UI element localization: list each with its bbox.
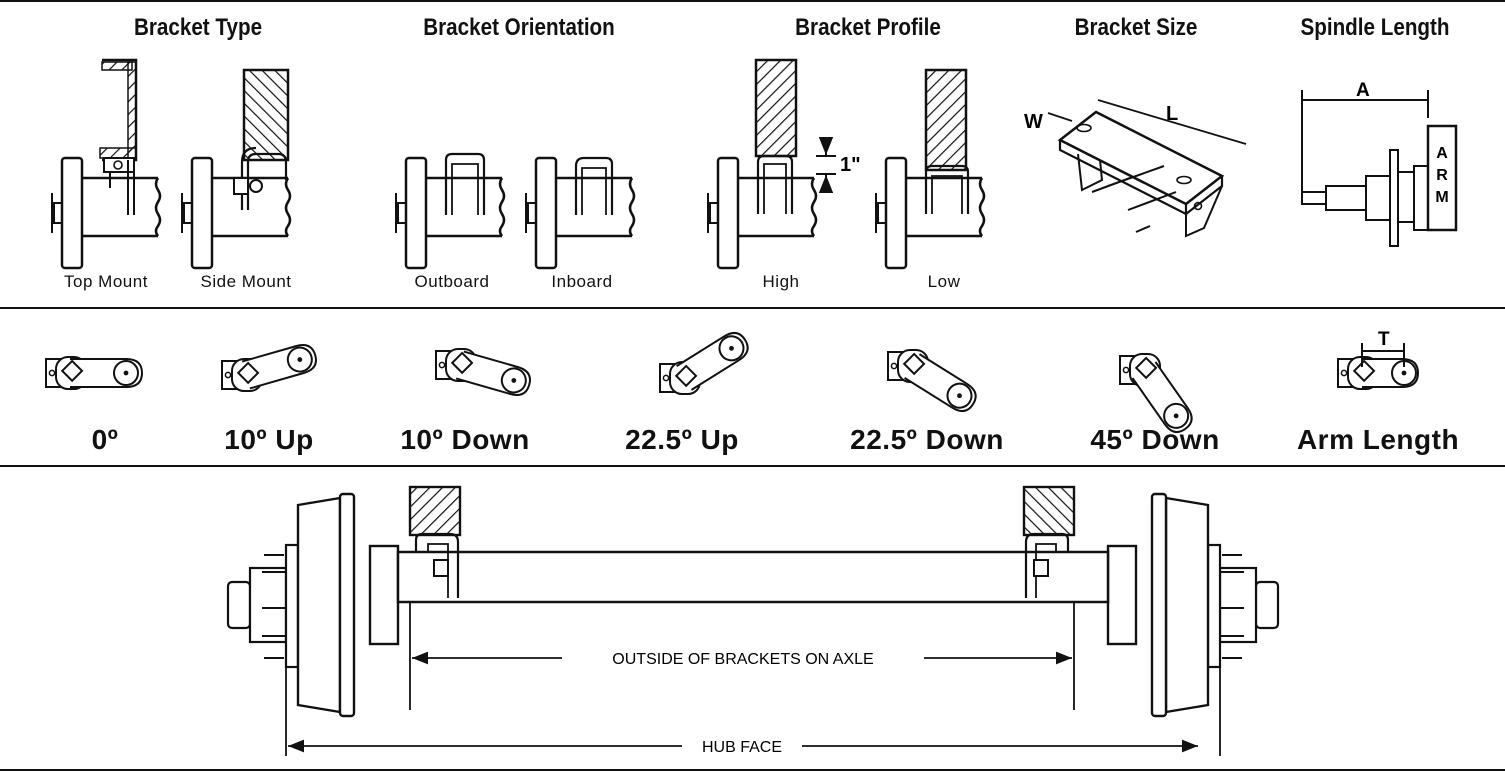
label-top-mount: Top Mount	[64, 272, 148, 291]
arm-letter-r: R	[1436, 167, 1448, 184]
dim-outside-brackets: OUTSIDE OF BRACKETS ON AXLE	[612, 651, 873, 668]
section-divider-1	[0, 307, 1505, 309]
angle-arm-length: Arm Length	[1296, 424, 1460, 455]
label-outboard: Outboard	[414, 272, 490, 291]
angle-22-down: 22.5º Down	[850, 424, 1004, 455]
arm-icon-0	[45, 356, 144, 390]
arm-icon-10-down	[435, 348, 531, 396]
bottom-rule	[0, 769, 1505, 771]
spindle-length-drawing: A A R M	[1301, 80, 1458, 247]
dim-t: T	[1378, 329, 1390, 350]
angle-10-up: 10º Up	[224, 424, 314, 455]
angle-10-down: 10º Down	[400, 424, 530, 455]
angle-0: 0º	[91, 424, 119, 455]
top-mount-drawing	[50, 58, 162, 270]
header-bracket-type: Bracket Type	[133, 14, 263, 41]
bracket-size-drawing: W L	[1024, 99, 1247, 238]
label-inboard: Inboard	[551, 272, 613, 291]
side-mount-drawing	[180, 68, 292, 270]
dim-w: W	[1024, 111, 1043, 133]
header-bracket-orientation: Bracket Orientation	[423, 14, 615, 41]
angle-45-down: 45º Down	[1090, 424, 1220, 455]
arm-letter-m: M	[1435, 189, 1448, 206]
dim-l: L	[1166, 103, 1178, 125]
label-side-mount: Side Mount	[200, 272, 292, 291]
arm-letter-a: A	[1436, 145, 1448, 162]
inboard-drawing	[524, 156, 636, 270]
header-bracket-size: Bracket Size	[1074, 14, 1198, 41]
section-divider-2	[0, 465, 1505, 467]
dim-hub-face: HUB FACE	[702, 739, 782, 756]
label-high: High	[762, 272, 800, 291]
dim-a: A	[1356, 80, 1370, 101]
header-bracket-profile: Bracket Profile	[795, 14, 941, 41]
arm-icon-22-up	[659, 331, 749, 395]
angle-22-up: 22.5º Up	[625, 424, 739, 455]
arm-icon-arm-length: T	[1337, 329, 1420, 390]
header-spindle-length: Spindle Length	[1300, 14, 1450, 41]
outboard-drawing	[394, 152, 506, 270]
axle-assembly-drawing: OUTSIDE OF BRACKETS ON AXLE HUB FACE	[226, 485, 1280, 756]
arm-icon-22-down	[887, 349, 977, 413]
low-profile-drawing	[874, 68, 986, 270]
arm-icon-45-down	[1119, 353, 1193, 434]
dim-1-inch: 1"	[840, 154, 861, 176]
arm-icon-10-up	[221, 344, 317, 392]
label-low: Low	[927, 272, 961, 291]
high-profile-drawing: 1"	[706, 58, 861, 270]
top-rule	[0, 0, 1505, 2]
